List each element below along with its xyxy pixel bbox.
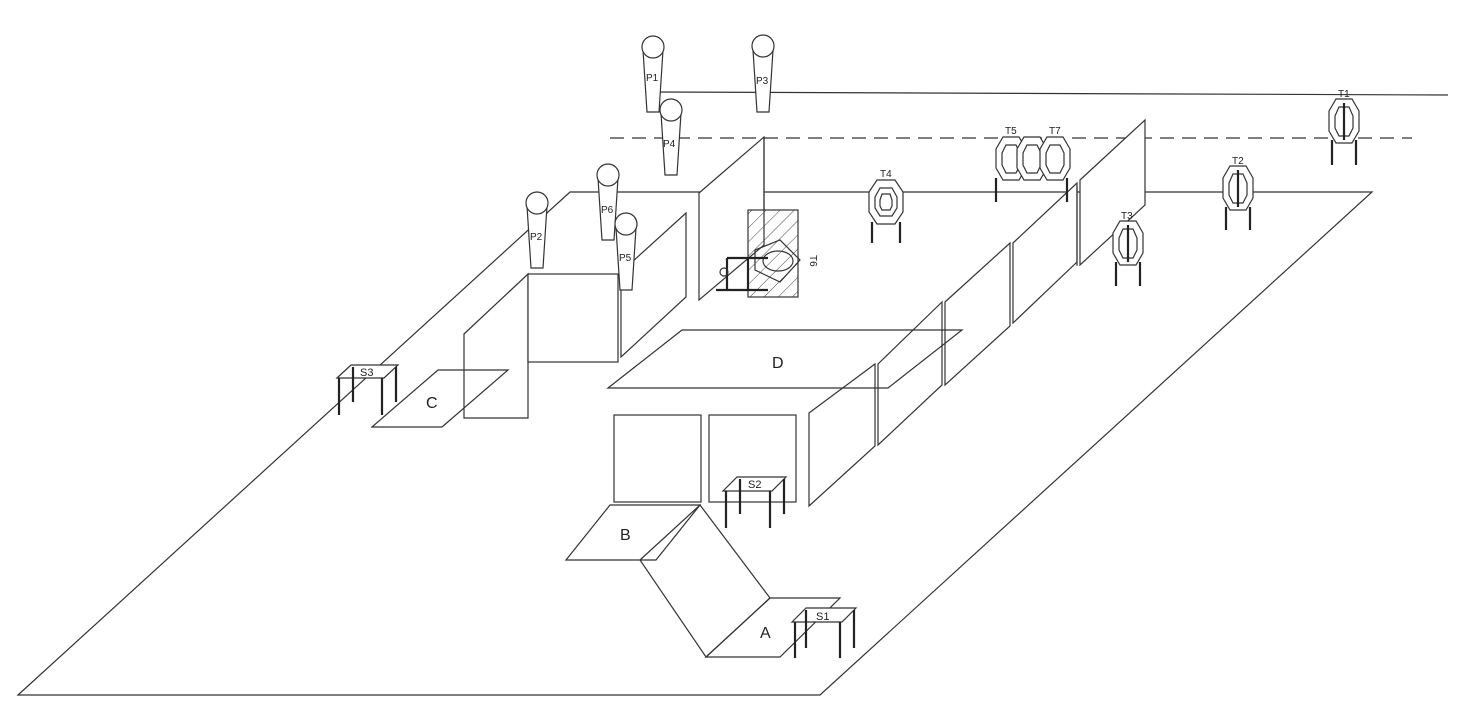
- zone-d: [606, 329, 964, 389]
- popper-p5: P5: [614, 212, 638, 291]
- station-s3: S3: [335, 364, 400, 415]
- target-t4: T4: [868, 169, 904, 243]
- popper-p2-label: P2: [530, 232, 543, 243]
- ramp: [564, 504, 842, 658]
- station-s3-label: S3: [360, 367, 373, 379]
- target-t1-label: T1: [1338, 89, 1350, 100]
- target-t1: T1: [1328, 89, 1360, 165]
- target-t2: T2: [1222, 156, 1254, 230]
- popper-p4: P4: [659, 98, 683, 176]
- popper-p2: P2: [525, 191, 549, 269]
- popper-p6-label: P6: [601, 205, 614, 216]
- popper-p1-label: P1: [646, 73, 659, 84]
- t6-hatched-barricade: [716, 209, 801, 298]
- station-s1-label: S1: [816, 611, 829, 623]
- rear-boundary-line: [654, 91, 1449, 96]
- target-t5-label: T5: [1005, 126, 1017, 137]
- popper-p5-label: P5: [619, 253, 632, 264]
- popper-p1: P1: [641, 35, 665, 113]
- target-t3-label: T3: [1121, 211, 1133, 222]
- target-t2-label: T2: [1232, 156, 1244, 167]
- target-t4-label: T4: [880, 169, 892, 180]
- front-panel-left: [613, 414, 702, 503]
- target-t7-label: T7: [1049, 126, 1061, 137]
- station-s2: S2: [721, 476, 788, 528]
- station-s1: S1: [790, 607, 858, 658]
- target-t6-label: T6: [807, 255, 818, 267]
- zone-b-label: B: [620, 527, 631, 544]
- ground-outline: [16, 191, 1374, 696]
- front-panel-right: [708, 414, 797, 503]
- popper-p6: P6: [596, 163, 620, 241]
- popper-p4-label: P4: [663, 139, 676, 150]
- right-walls: [808, 118, 1146, 508]
- zone-a-label: A: [760, 625, 771, 642]
- popper-p3: P3: [751, 34, 775, 113]
- popper-p3-label: P3: [756, 76, 769, 87]
- zone-d-label: D: [772, 355, 784, 372]
- station-s2-label: S2: [748, 479, 761, 491]
- target-t3: T3: [1112, 211, 1144, 286]
- zone-c: [370, 369, 510, 428]
- zone-c-label: C: [426, 395, 438, 412]
- target-t5-t7-cluster: T5 T7: [994, 126, 1071, 202]
